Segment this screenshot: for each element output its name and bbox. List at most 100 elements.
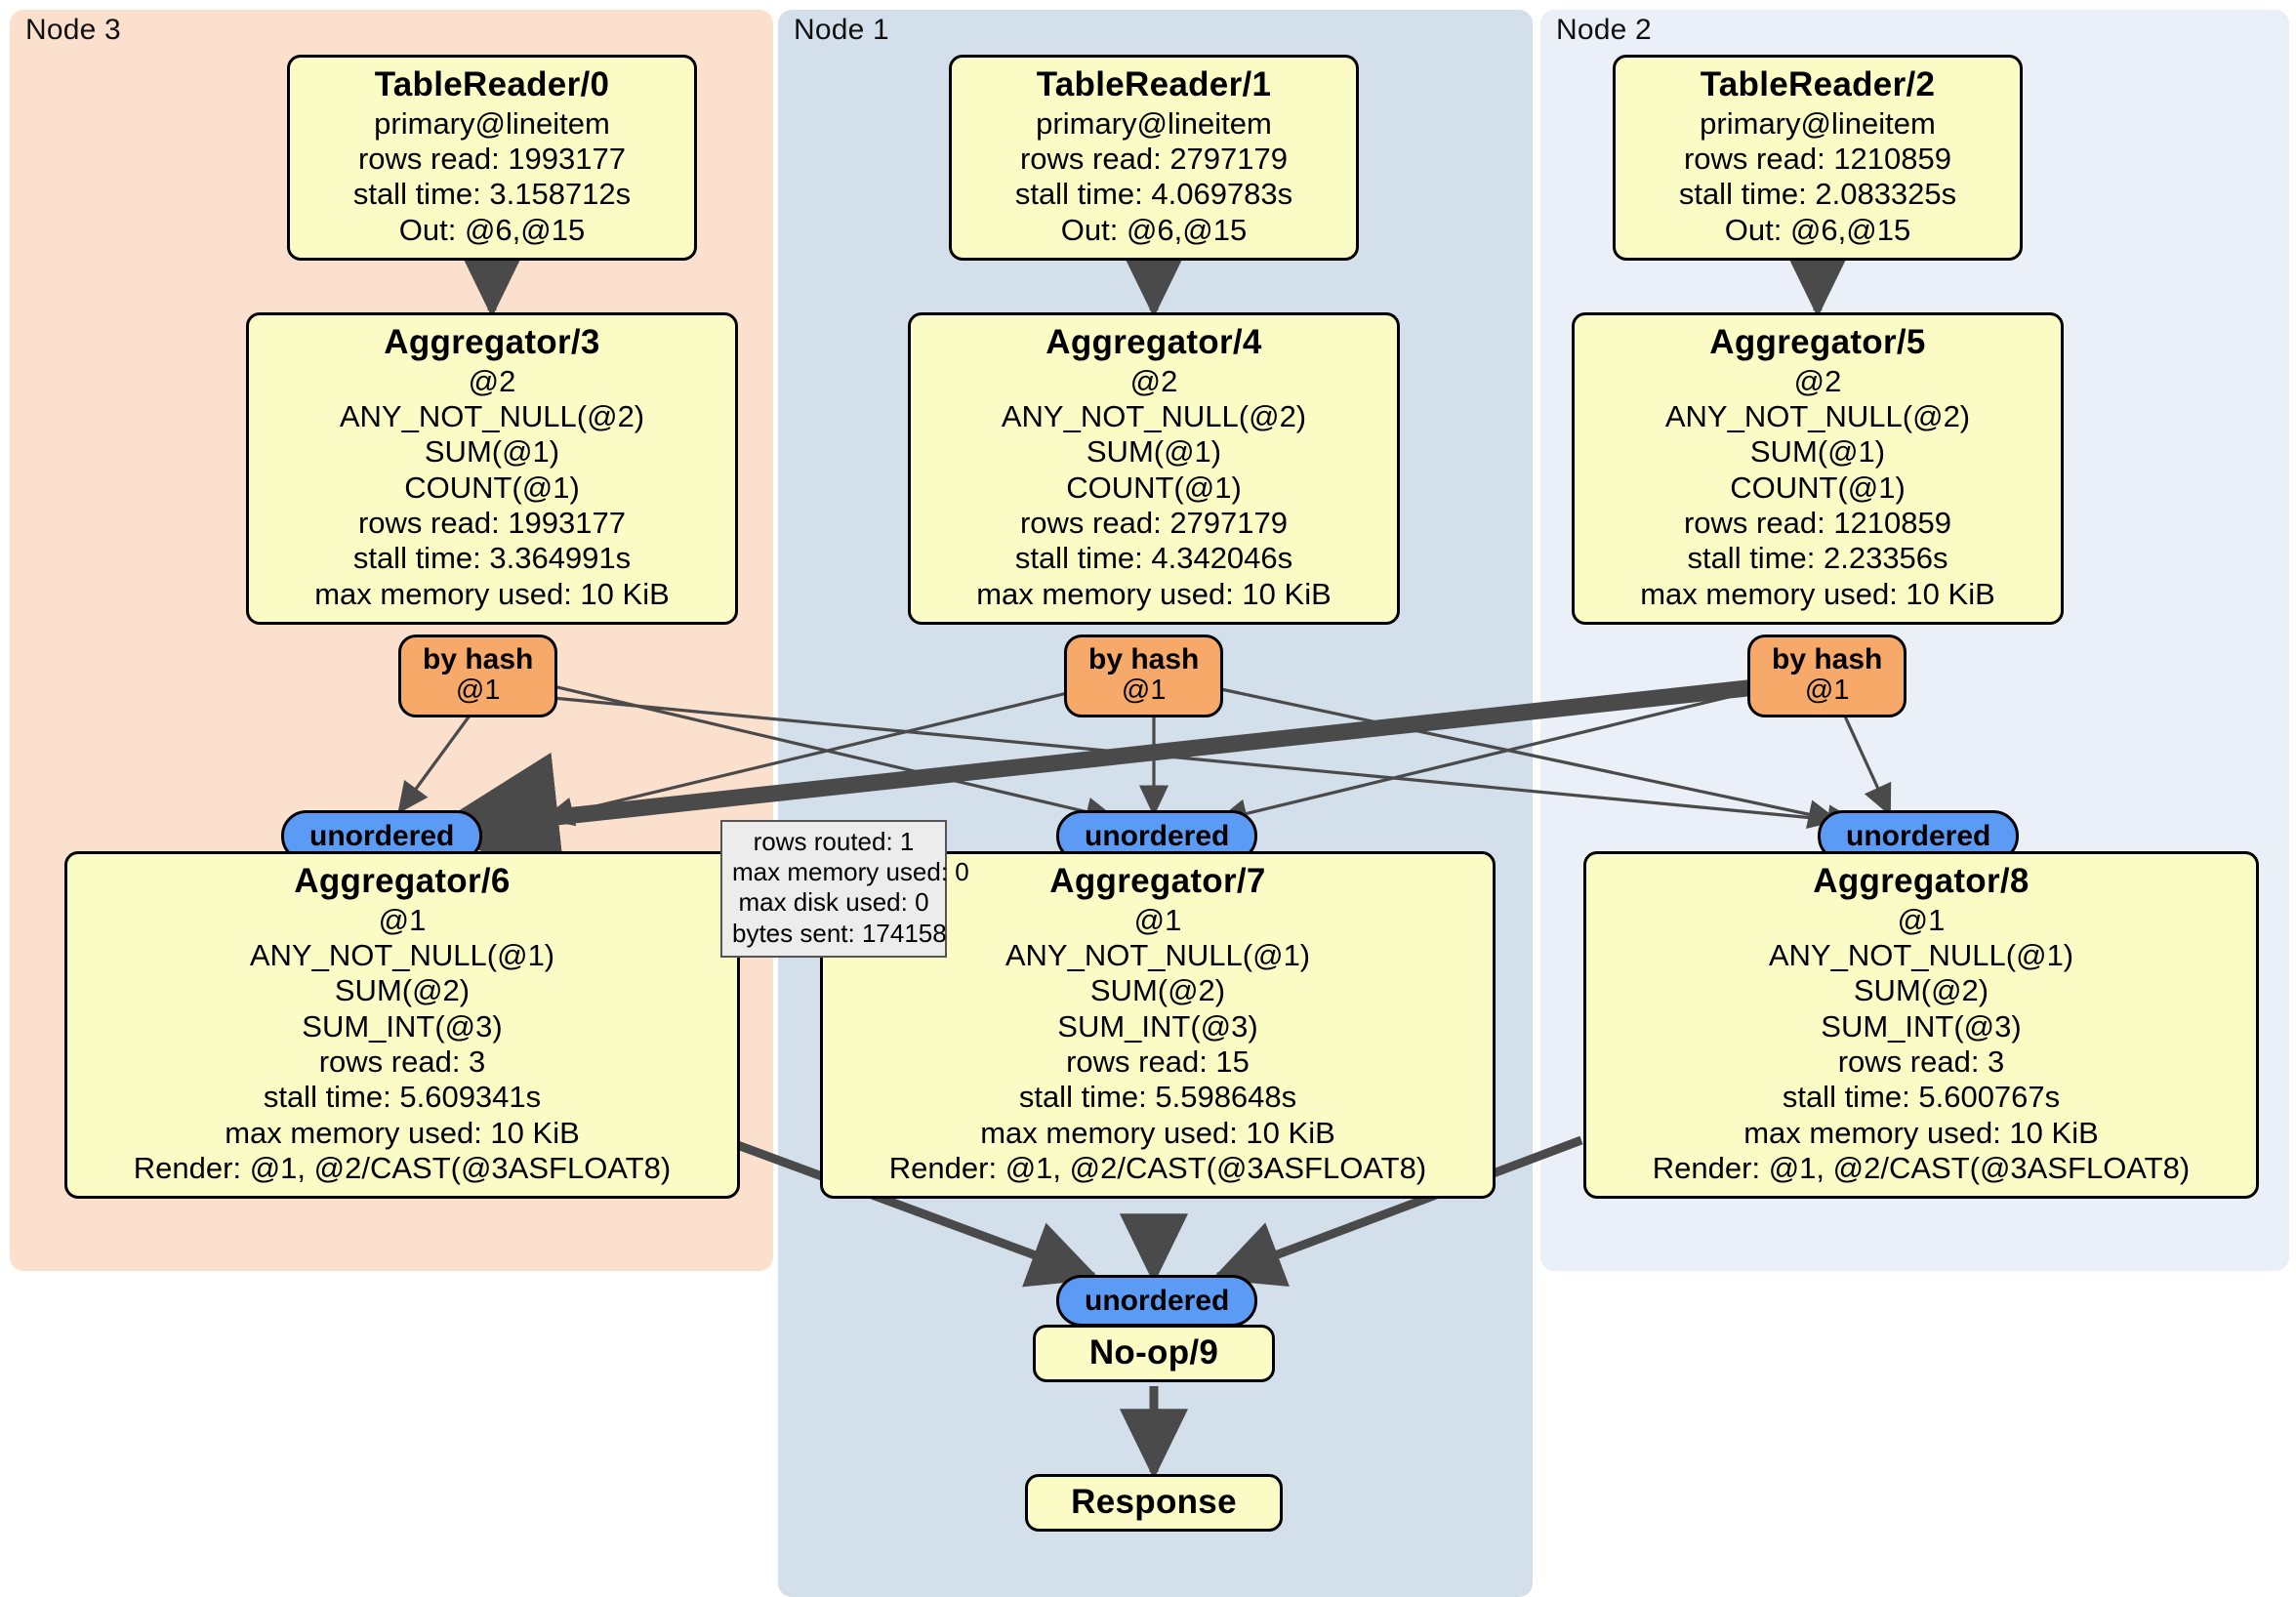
operator-line: @1 [1133, 902, 1182, 937]
operator-title: Aggregator/3 [384, 323, 600, 361]
edge-hash5-unordered6-highlight [426, 675, 1793, 881]
operator-line: COUNT(@1) [1066, 470, 1242, 505]
operator-line: rows read: 15 [1066, 1044, 1250, 1079]
operator-title: TableReader/2 [1700, 65, 1936, 103]
operator-line: rows read: 3 [1837, 1044, 2005, 1079]
operator-line: max memory used: 10 KiB [314, 576, 670, 611]
router-stats-tooltip: rows routed: 1 max memory used: 0 max di… [720, 820, 969, 958]
operator-aggregator-4[interactable]: Aggregator/4 @2 ANY_NOT_NULL(@2) SUM(@1)… [908, 312, 1400, 625]
operator-line: Out: @6,@15 [398, 212, 586, 247]
operator-line: stall time: 4.069783s [1014, 177, 1293, 212]
edge-aggregator8-unordered9 [1211, 1135, 1583, 1288]
operator-line: ANY_NOT_NULL(@1) [1768, 938, 2074, 973]
operator-line: COUNT(@1) [1730, 470, 1906, 505]
operator-line: max memory used: 10 KiB [980, 1115, 1335, 1150]
edge-hash4-unordered8 [1202, 683, 1840, 829]
operator-line: SUM_INT(@3) [302, 1008, 503, 1044]
operator-aggregator-6[interactable]: Aggregator/6 @1 ANY_NOT_NULL(@1) SUM(@2)… [64, 851, 740, 1200]
router-by-hash-5[interactable]: by hash @1 [1747, 635, 1907, 717]
operator-line: @2 [468, 363, 516, 398]
cluster-label-node1: Node 1 [794, 14, 889, 46]
synchronizer-unordered-9[interactable]: unordered [1056, 1275, 1258, 1327]
router-type-label: by hash [423, 643, 534, 676]
operator-line: primary@lineitem [1700, 105, 1936, 141]
operator-line: stall time: 3.364991s [352, 541, 632, 576]
router-type-label: by hash [1772, 643, 1883, 676]
operator-line: max memory used: 10 KiB [976, 576, 1332, 611]
operator-line: SUM(@2) [1089, 973, 1226, 1008]
operator-tablereader-0[interactable]: TableReader/0 primary@lineitem rows read… [287, 55, 697, 261]
router-column-label: @1 [455, 675, 501, 706]
operator-line: COUNT(@1) [404, 470, 580, 505]
operator-title: Aggregator/5 [1709, 323, 1926, 361]
operator-title: No-op/9 [1088, 1333, 1219, 1372]
edge-aggregator6-unordered9 [722, 1135, 1100, 1288]
operator-aggregator-8[interactable]: Aggregator/8 @1 ANY_NOT_NULL(@1) SUM(@2)… [1583, 851, 2259, 1200]
operator-line: rows read: 1210859 [1683, 506, 1952, 540]
operator-line: stall time: 3.158712s [352, 177, 632, 212]
operator-title: TableReader/1 [1036, 65, 1272, 103]
operator-line: stall time: 2.083325s [1678, 177, 1957, 212]
operator-line: SUM(@1) [1749, 434, 1886, 470]
operator-line: ANY_NOT_NULL(@2) [1664, 399, 1971, 434]
operator-line: ANY_NOT_NULL(@1) [249, 938, 555, 973]
operator-line: Render: @1, @2/CAST(@3ASFLOAT8) [133, 1150, 672, 1185]
operator-line: SUM_INT(@3) [1821, 1008, 2022, 1044]
operator-line: @2 [1793, 363, 1842, 398]
operator-line: rows read: 1993177 [357, 142, 627, 177]
stat-line: max memory used: 0 [732, 857, 969, 887]
operator-line: max memory used: 10 KiB [225, 1115, 580, 1150]
operator-title: Aggregator/7 [1049, 862, 1266, 900]
operator-line: @1 [378, 902, 427, 937]
operator-response[interactable]: Response [1025, 1474, 1283, 1532]
operator-line: rows read: 1210859 [1683, 142, 1952, 177]
operator-line: ANY_NOT_NULL(@1) [1004, 938, 1311, 973]
operator-line: primary@lineitem [1036, 105, 1272, 141]
stat-line: max disk used: 0 [738, 887, 929, 918]
operator-line: stall time: 5.600767s [1782, 1080, 2061, 1115]
operator-aggregator-3[interactable]: Aggregator/3 @2 ANY_NOT_NULL(@2) SUM(@1)… [246, 312, 738, 625]
router-column-label: @1 [1804, 675, 1850, 706]
operator-line: Render: @1, @2/CAST(@3ASFLOAT8) [888, 1150, 1427, 1185]
router-by-hash-3[interactable]: by hash @1 [398, 635, 558, 717]
operator-line: rows read: 2797179 [1019, 142, 1289, 177]
operator-line: stall time: 5.598648s [1018, 1080, 1297, 1115]
stat-line: rows routed: 1 [753, 827, 915, 856]
operator-line: Out: @6,@15 [1060, 212, 1248, 247]
operator-line: @2 [1129, 363, 1178, 398]
operator-line: @1 [1897, 902, 1946, 937]
operator-line: rows read: 1993177 [357, 506, 627, 540]
operator-line: ANY_NOT_NULL(@2) [1001, 399, 1307, 434]
cluster-label-node2: Node 2 [1556, 14, 1652, 46]
cluster-label-node3: Node 3 [25, 14, 121, 46]
edge-hash5-unordered7 [1215, 683, 1778, 829]
operator-line: Out: @6,@15 [1724, 212, 1911, 247]
operator-title: Aggregator/4 [1046, 323, 1262, 361]
operator-line: rows read: 2797179 [1019, 506, 1289, 540]
operator-aggregator-7[interactable]: Aggregator/7 @1 ANY_NOT_NULL(@1) SUM(@2)… [820, 851, 1496, 1200]
operator-tablereader-1[interactable]: TableReader/1 primary@lineitem rows read… [949, 55, 1359, 261]
operator-line: stall time: 5.609341s [263, 1080, 542, 1115]
operator-line: Render: @1, @2/CAST(@3ASFLOAT8) [1652, 1150, 2191, 1185]
operator-line: SUM(@2) [334, 973, 471, 1008]
edge-hash3-unordered8 [542, 695, 1860, 835]
operator-aggregator-5[interactable]: Aggregator/5 @2 ANY_NOT_NULL(@2) SUM(@1)… [1572, 312, 2064, 625]
operator-tablereader-2[interactable]: TableReader/2 primary@lineitem rows read… [1613, 55, 2023, 261]
router-column-label: @1 [1121, 675, 1167, 706]
operator-title: Aggregator/6 [294, 862, 511, 900]
operator-line: SUM(@2) [1853, 973, 1989, 1008]
operator-line: ANY_NOT_NULL(@2) [339, 399, 645, 434]
operator-line: primary@lineitem [374, 105, 610, 141]
operator-noop-9[interactable]: No-op/9 [1033, 1325, 1275, 1382]
operator-line: stall time: 4.342046s [1014, 541, 1293, 576]
router-by-hash-4[interactable]: by hash @1 [1064, 635, 1224, 717]
operator-line: SUM(@1) [1086, 434, 1222, 470]
operator-title: TableReader/0 [374, 65, 610, 103]
operator-title: Response [1071, 1483, 1237, 1521]
operator-line: max memory used: 10 KiB [1640, 576, 1995, 611]
stat-line: bytes sent: 174158 [732, 918, 947, 948]
operator-line: stall time: 2.23356s [1687, 541, 1948, 576]
edge-hash4-unordered6 [542, 681, 1109, 827]
